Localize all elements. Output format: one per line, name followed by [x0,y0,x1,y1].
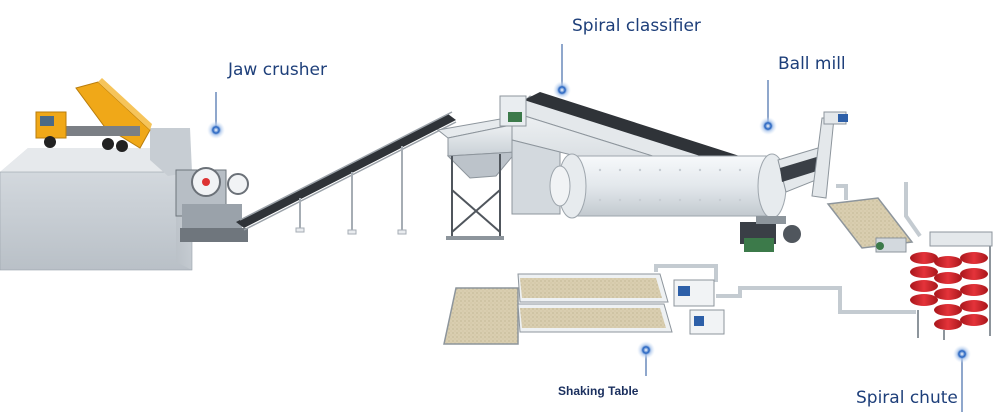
ball-mill-machine [549,147,827,252]
callout-jaw-crusher [207,92,225,139]
slurry-pipes [654,182,922,314]
jaw-crusher-label: Jaw crusher [228,60,327,80]
shaking-table-upper [826,197,914,253]
ball-mill-label: Ball mill [778,54,846,74]
spiral-chute-marker-dot [953,345,971,363]
spiral-classifier-label: Spiral classifier [572,16,701,36]
spiral-classifier-marker-dot [553,81,571,99]
spiral-chutes [910,231,993,340]
ball-mill-marker-dot [759,117,777,135]
shaking-table-label: Shaking Table [558,384,639,398]
callout-shaking-table [637,341,655,376]
jaw-crusher-marker-dot [207,121,225,139]
belt-conveyor [236,111,457,235]
callout-spiral-classifier [553,44,571,99]
shaking-table-marker-dot [637,341,655,359]
spiral-chute-label: Spiral chute [856,388,958,408]
callout-spiral-chute [953,345,971,412]
crusher-platform [0,128,193,271]
ore-bin [436,117,518,240]
jaw-crusher-machine [175,167,249,242]
callout-ball-mill [759,80,777,135]
shaking-tables [443,273,725,345]
dump-truck [35,78,152,152]
bucket-elevator [811,111,848,199]
